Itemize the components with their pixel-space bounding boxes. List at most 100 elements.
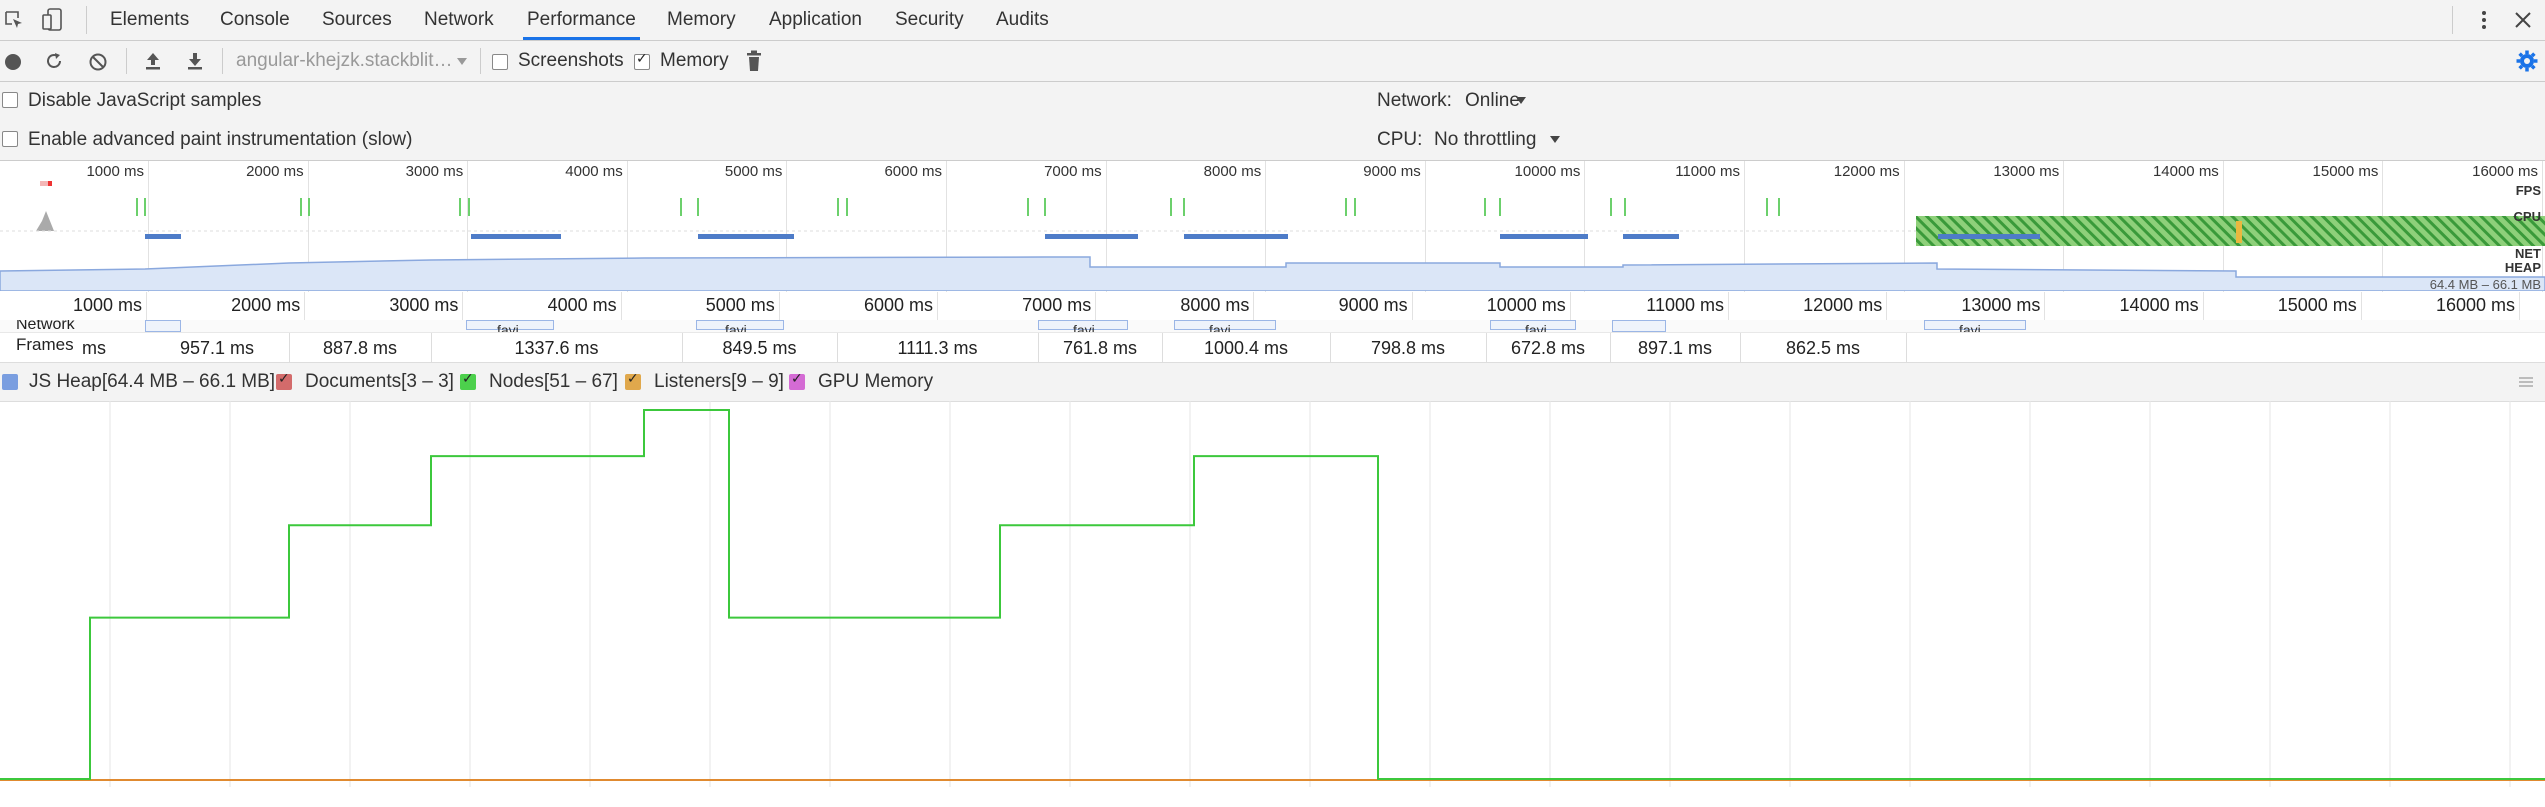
tab-network[interactable]: Network [424, 9, 494, 30]
overview-gridline [307, 161, 309, 296]
timeline-gridline [2360, 292, 2362, 320]
frame-duration[interactable]: 761.8 ms [1062, 338, 1138, 358]
network-throttle-select[interactable]: Online [1465, 90, 1520, 111]
device-toolbar-icon[interactable] [42, 8, 64, 32]
heap-range-label: 64.4 MB – 66.1 MB [2429, 277, 2541, 292]
network-request[interactable]: favi [1490, 320, 1576, 332]
tab-security[interactable]: Security [895, 9, 964, 30]
load-profile-icon[interactable] [144, 51, 162, 71]
disable-js-samples-checkbox[interactable] [2, 92, 18, 108]
frame-duration[interactable]: 887.8 ms [322, 338, 398, 358]
frame-duration[interactable]: 849.5 ms [722, 338, 797, 358]
frame-duration[interactable]: 897.1 ms [1637, 338, 1713, 358]
overview-tick-label: 1000 ms [86, 163, 144, 180]
network-request[interactable]: favi [696, 320, 784, 332]
timeline-tick-label: 6000 ms [863, 295, 933, 315]
devtools-tab-bar: Elements Console Sources Network Perform… [0, 0, 2545, 41]
screenshots-label: Screenshots [518, 50, 624, 71]
frame-duration[interactable]: 1000.4 ms [1203, 338, 1289, 358]
timeline-tick-label: 4000 ms [547, 295, 617, 315]
clear-icon[interactable] [88, 52, 108, 72]
timeline-tick-label: 11000 ms [1646, 295, 1724, 315]
network-request[interactable]: favi [1924, 320, 2026, 332]
timeline-gridline [304, 292, 306, 320]
network-track-label: Network [16, 320, 75, 332]
overview-gridline [946, 161, 947, 296]
timeline-tick-label: 2000 ms [231, 295, 301, 315]
js-heap-checkbox[interactable] [2, 374, 18, 390]
timeline-gridline [2044, 292, 2046, 320]
nodes-series-line [0, 409, 2545, 780]
overview-tick-label: 2000 ms [246, 163, 304, 180]
screenshots-checkbox[interactable] [492, 54, 508, 70]
overview-tick-label: 9000 ms [1363, 163, 1421, 180]
tab-elements[interactable]: Elements [110, 9, 190, 30]
memory-label: Memory [660, 50, 729, 71]
advanced-paint-checkbox[interactable] [2, 131, 18, 147]
network-throttle-label: Network: [1377, 90, 1452, 111]
network-request[interactable] [1612, 320, 1666, 332]
overview-gridline [786, 161, 788, 296]
gear-icon[interactable] [2516, 50, 2538, 72]
toolbar-divider [222, 48, 223, 74]
timeline-gridline [462, 292, 464, 320]
tab-audits[interactable]: Audits [996, 9, 1049, 30]
tab-application[interactable]: Application [769, 9, 862, 30]
network-track[interactable]: Network favi favi favi favi favi favi [0, 320, 2545, 332]
listeners-checkbox[interactable] [625, 371, 641, 390]
tab-performance[interactable]: Performance [523, 0, 640, 40]
reload-record-icon[interactable] [44, 51, 64, 71]
timeline-gridline [1569, 292, 1571, 320]
nodes-checkbox[interactable] [460, 371, 476, 390]
drag-handle-icon[interactable] [2518, 376, 2534, 388]
network-request[interactable]: favi [1174, 320, 1276, 332]
overview-gridline [1744, 161, 1745, 296]
overview-tick-label: 4000 ms [565, 163, 623, 180]
toolbar-divider [480, 48, 481, 74]
save-profile-icon[interactable] [186, 51, 204, 71]
tab-console[interactable]: Console [220, 9, 290, 30]
record-icon[interactable] [4, 53, 22, 71]
overview-tick-label: 14000 ms [2152, 163, 2219, 180]
overview-tick-label: 16000 ms [2472, 163, 2538, 180]
listeners-label: Listeners[9 – 9] [654, 371, 784, 392]
more-options-icon[interactable] [2476, 10, 2492, 30]
gpu-memory-label: GPU Memory [818, 371, 934, 392]
frame-divider [431, 333, 432, 363]
cpu-throttle-select[interactable]: No throttling [1434, 129, 1537, 150]
tab-memory[interactable]: Memory [667, 9, 736, 30]
network-request[interactable] [145, 320, 181, 332]
trash-icon[interactable] [746, 50, 762, 72]
cpu-throttle-label: CPU: [1377, 129, 1423, 150]
frame-duration[interactable]: 862.5 ms [1785, 338, 1861, 358]
timeline-gridline [1095, 292, 1097, 320]
gpu-memory-checkbox[interactable] [789, 371, 805, 390]
frame-duration[interactable]: 957.1 ms [179, 338, 255, 358]
network-request[interactable]: favi [1038, 320, 1128, 332]
inspect-element-icon[interactable] [4, 10, 24, 30]
timeline-tick-label: 14000 ms [2119, 295, 2199, 315]
timeline-tick-label: 16000 ms [2435, 295, 2515, 315]
timeline-gridline [1253, 292, 1255, 320]
timeline-tick-label: 1000 ms [72, 295, 142, 315]
frame-duration[interactable]: 1337.6 ms [514, 338, 599, 358]
memory-counters-chart [0, 401, 2545, 787]
documents-checkbox[interactable] [276, 371, 292, 390]
frame-duration[interactable]: 798.8 ms [1370, 338, 1446, 358]
frame-duration[interactable]: 1111.3 ms [897, 338, 978, 358]
overview-tick-label: 3000 ms [405, 163, 464, 180]
profile-select[interactable]: angular-khejzk.stackblit… [236, 50, 453, 71]
frame-divider [1610, 333, 1611, 363]
frame-divider [1330, 333, 1331, 363]
timeline-gridline [2202, 292, 2204, 320]
memory-checkbox[interactable] [634, 51, 650, 70]
chevron-down-icon [1550, 136, 1560, 143]
frame-divider [1740, 333, 1741, 363]
close-icon[interactable] [2514, 11, 2532, 29]
frame-duration[interactable]: 672.8 ms [1510, 338, 1586, 358]
memory-counters-legend: JS Heap[64.4 MB – 66.1 MB] Documents[3 –… [0, 362, 2545, 402]
tab-sources[interactable]: Sources [322, 9, 392, 30]
network-request[interactable]: favi [466, 320, 554, 332]
